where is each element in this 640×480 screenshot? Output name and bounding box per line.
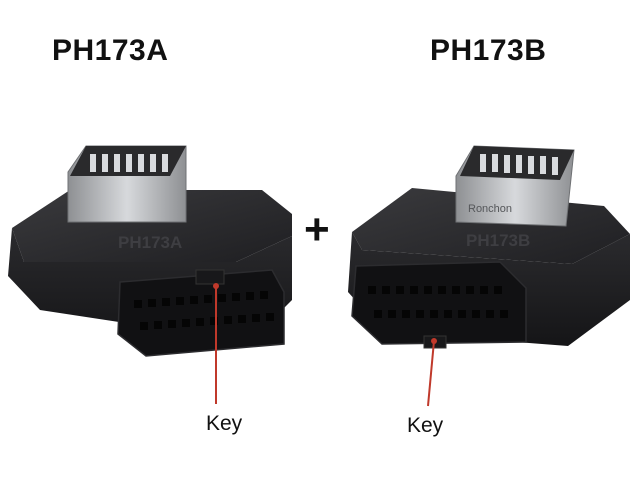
adapter-a-metal-port [67, 145, 187, 223]
svg-text:Ronchon: Ronchon [468, 203, 512, 215]
adapter-a-key-notch [195, 269, 225, 285]
product-title-a: PH173A [52, 34, 169, 67]
adapter-a: PH173A [8, 145, 292, 404]
plus-sign: + [304, 205, 330, 254]
product-title-b: PH173B [430, 34, 547, 67]
adapter-b-marking: PH173B [466, 231, 530, 250]
adapter-a-marking: PH173A [118, 233, 182, 252]
key-label-a: Key [206, 412, 243, 435]
key-label-b: Key [407, 414, 444, 437]
adapter-b-key-line [427, 340, 435, 407]
adapter-b-socket [351, 261, 527, 349]
adapter-a-socket [117, 269, 285, 357]
adapter-b: Ronchon PH173B [348, 145, 630, 407]
adapter-b-metal-port: Ronchon [455, 145, 575, 227]
